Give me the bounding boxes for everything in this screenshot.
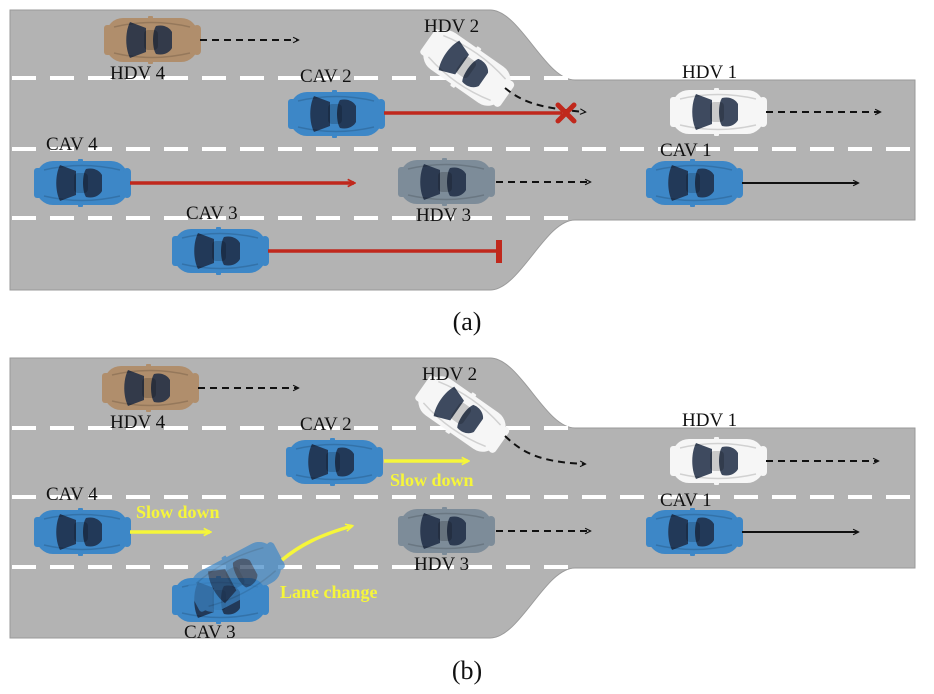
hdv-2-trajectory — [504, 87, 585, 112]
cav-2-car — [287, 89, 386, 139]
cav-3-car — [171, 226, 270, 276]
panel-a-caption: (a) — [453, 307, 482, 336]
hdv-4-label: HDV 4 — [110, 412, 166, 433]
cav-3-label: CAV 3 — [184, 622, 236, 643]
cav-1-label: CAV 1 — [660, 490, 712, 511]
panel-a: HDV 4 HDV 2 CAV 2 HDV 1 CAV 4 HDV 3 CAV … — [9, 9, 916, 336]
cav-4-slow-down-label: Slow down — [136, 502, 220, 522]
road — [9, 9, 916, 291]
hdv-1-car — [669, 436, 768, 486]
cav-4-label: CAV 4 — [46, 134, 98, 155]
panel-b-caption: (b) — [452, 656, 482, 685]
cav-2-car — [285, 437, 384, 487]
lane-change-label: Lane change — [280, 582, 378, 602]
collision-icon — [555, 102, 577, 124]
cav-1-label: CAV 1 — [660, 140, 712, 161]
cav-1-car — [645, 507, 744, 557]
lane-change-arrow — [280, 526, 352, 562]
hdv-2-trajectory — [504, 435, 585, 464]
hdv-2-label: HDV 2 — [422, 364, 477, 385]
cav-4-label: CAV 4 — [46, 484, 98, 505]
hdv-2-label: HDV 2 — [424, 16, 479, 37]
hdv-1-car — [669, 87, 768, 137]
cav-2-label: CAV 2 — [300, 66, 352, 87]
hdv-4-car — [103, 15, 202, 65]
hdv-1-label: HDV 1 — [682, 410, 737, 431]
panel-b: HDV 4 HDV 2 Slow down CAV 2 HDV 1 Slow d… — [9, 357, 916, 685]
cav-1-car — [645, 158, 744, 208]
cav-4-car — [33, 507, 132, 557]
hdv-3-car — [397, 157, 496, 207]
hdv-1-label: HDV 1 — [682, 62, 737, 83]
hdv-4-car — [101, 363, 200, 413]
hdv-3-car — [397, 506, 496, 556]
cav-2-label: CAV 2 — [300, 414, 352, 435]
hdv-3-label: HDV 3 — [414, 554, 469, 575]
cav-4-car — [33, 158, 132, 208]
hdv-4-label: HDV 4 — [110, 63, 166, 84]
hdv-3-label: HDV 3 — [416, 205, 471, 226]
cav-2-slow-down-label: Slow down — [390, 470, 474, 490]
cav-3-label: CAV 3 — [186, 203, 238, 224]
